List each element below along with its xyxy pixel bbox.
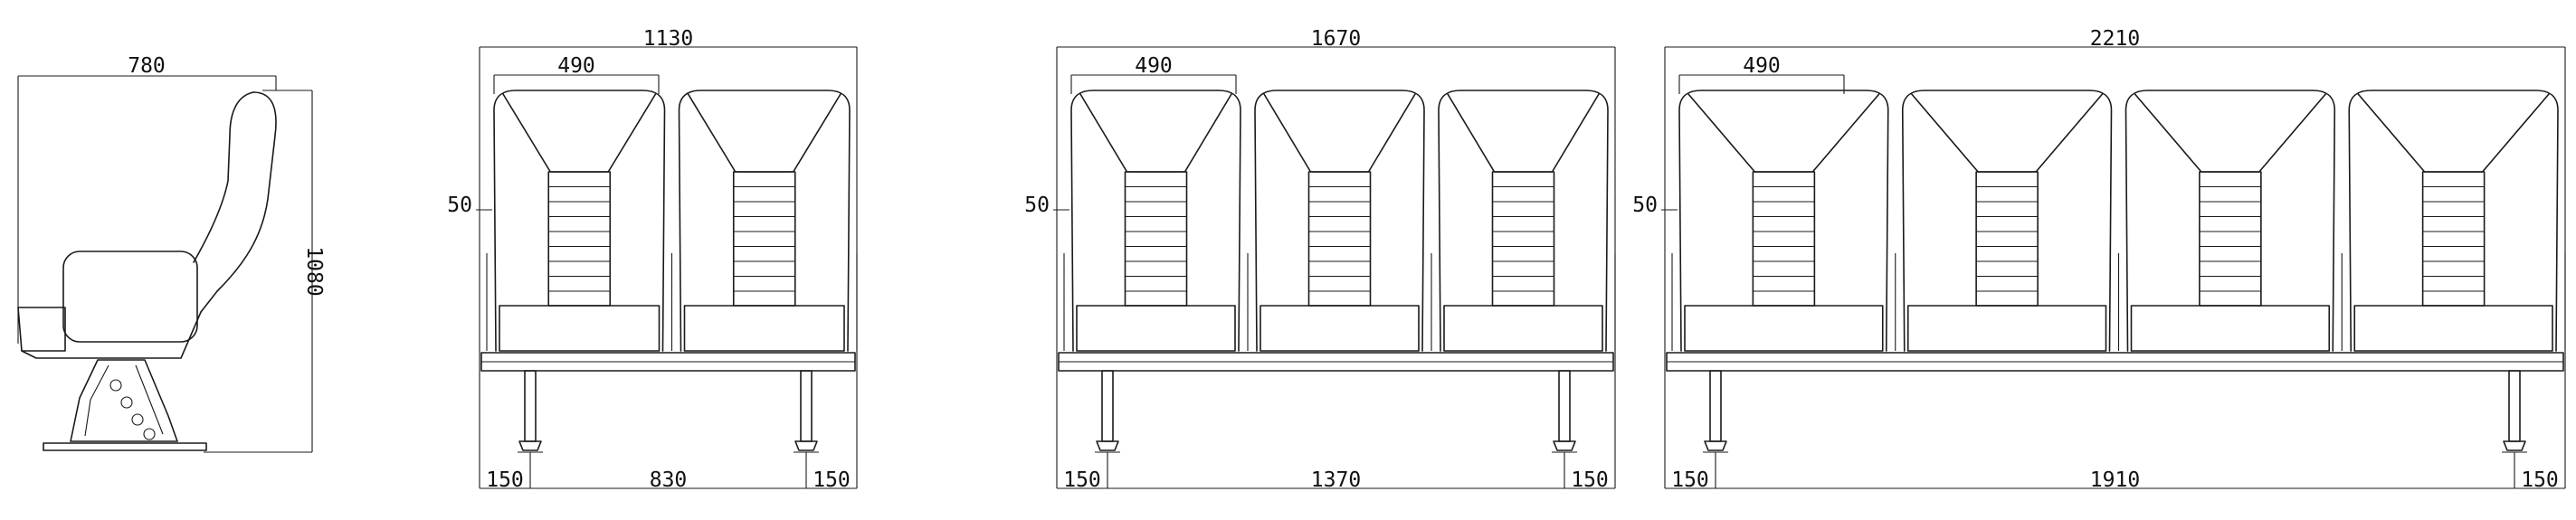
side-backrest-inner: [193, 91, 254, 263]
side-pedestal: [70, 359, 178, 442]
side-bolt-hole: [120, 396, 133, 409]
bench-total-width-label: 1670: [1311, 27, 1361, 51]
bench-leg-span-label: 1370: [1311, 468, 1361, 492]
seat: [1070, 90, 1241, 352]
seat-slat-panel: [732, 171, 796, 307]
seat-cushion-front: [2130, 305, 2331, 352]
bench-foot: [2503, 440, 2526, 451]
seat-slat-panel: [1975, 171, 2039, 307]
seat-cushion-front: [1259, 305, 1420, 352]
seat-cushion-front: [1684, 305, 1884, 352]
bench-height-label: 50: [1024, 194, 1050, 217]
seat-shell-outline: [1254, 90, 1425, 352]
seat-backrest-panel: [2134, 93, 2327, 173]
seat: [2124, 90, 2336, 352]
bench-foot: [518, 440, 542, 451]
bench-left-offset-label: 150: [1671, 468, 1709, 492]
bench-right-offset-label: 150: [2521, 468, 2559, 492]
seat-cushion-front: [2353, 305, 2553, 352]
seat: [2348, 90, 2559, 352]
seat-cushion-front: [1443, 305, 1603, 352]
seat-backrest-panel: [687, 93, 841, 173]
side-pedestal-ribs: [84, 364, 164, 437]
seat-slat-panel: [2199, 171, 2262, 307]
bench-leg: [1709, 370, 1722, 442]
seat-cushion-front: [499, 305, 661, 352]
bench-foot: [794, 440, 818, 451]
seat-slat-panel: [1124, 171, 1188, 307]
bench-foot: [1553, 440, 1576, 451]
bench-leg: [800, 370, 813, 442]
bench-height-label: 50: [447, 194, 472, 217]
seat-backrest-panel: [1263, 93, 1416, 173]
side-bolt-hole: [143, 428, 156, 440]
seat-backrest-panel: [1687, 93, 1880, 173]
seat-shell-outline: [493, 90, 666, 352]
seat: [1438, 90, 1609, 352]
bench-right-offset-label: 150: [813, 468, 851, 492]
seat-shell-outline: [1901, 90, 2113, 352]
seat-shell-outline: [1678, 90, 1889, 352]
bench-leg-span-label: 830: [650, 468, 688, 492]
side-bolt-hole: [131, 413, 144, 426]
side-width-label: 780: [128, 54, 166, 78]
seat-backrest-panel: [1447, 93, 1600, 173]
seat-slat-panel: [1307, 171, 1372, 307]
seat-slat-panel: [547, 171, 612, 307]
seat-backrest-panel: [502, 93, 657, 173]
bench-total-width-label: 1130: [643, 27, 693, 51]
bench-leg-span-label: 1910: [2090, 468, 2140, 492]
seat-shell-outline: [1070, 90, 1241, 352]
seat-slat-panel: [1491, 171, 1555, 307]
bench-2-seat: 1130 490 50 150 830 150: [447, 27, 858, 492]
side-backrest-outer: [200, 91, 277, 313]
side-base-plate: [43, 442, 207, 451]
side-seat-cushion: [62, 251, 198, 343]
seat: [1254, 90, 1425, 352]
seat-slat-panel: [1752, 171, 1816, 307]
side-view: 780 1080: [17, 54, 326, 453]
side-seat-base: [21, 311, 202, 359]
bench-seat-width-label: 490: [557, 54, 595, 78]
side-armrest: [17, 307, 66, 352]
bench-3-seat: 1670 490 50 150 1370 150: [1024, 27, 1616, 492]
bench-height-label: 50: [1632, 194, 1658, 217]
seat-cushion-front: [1076, 305, 1236, 352]
bench-leg: [2508, 370, 2521, 442]
seat-cushion-front: [1906, 305, 2107, 352]
bench-seat-width-label: 490: [1743, 54, 1781, 78]
seat: [678, 90, 851, 352]
bench-left-offset-label: 150: [486, 468, 524, 492]
seat-backrest-panel: [1910, 93, 2104, 173]
side-height-label: 1080: [302, 246, 326, 296]
bench-4-seat: 2210 490 50 150 1910 150: [1632, 27, 2566, 492]
seat-backrest-panel: [1079, 93, 1232, 173]
bench-right-offset-label: 150: [1571, 468, 1609, 492]
bench-seat-width-label: 490: [1135, 54, 1173, 78]
seat-shell-outline: [2348, 90, 2559, 352]
bench-leg: [1558, 370, 1571, 442]
seat: [1678, 90, 1889, 352]
seat-slat-panel: [2421, 171, 2486, 307]
bench-leg: [524, 370, 537, 442]
seat: [1901, 90, 2113, 352]
bench-foot: [1704, 440, 1727, 451]
seat-shell-outline: [678, 90, 851, 352]
bench-left-offset-label: 150: [1063, 468, 1101, 492]
seat-cushion-front: [683, 305, 845, 352]
bench-total-width-label: 2210: [2090, 27, 2140, 51]
bench-leg: [1101, 370, 1114, 442]
seat-shell-outline: [1438, 90, 1609, 352]
seat-shell-outline: [2124, 90, 2336, 352]
seat-backrest-panel: [2357, 93, 2550, 173]
bench-foot: [1096, 440, 1119, 451]
seat: [493, 90, 666, 352]
side-bolt-hole: [109, 379, 122, 392]
